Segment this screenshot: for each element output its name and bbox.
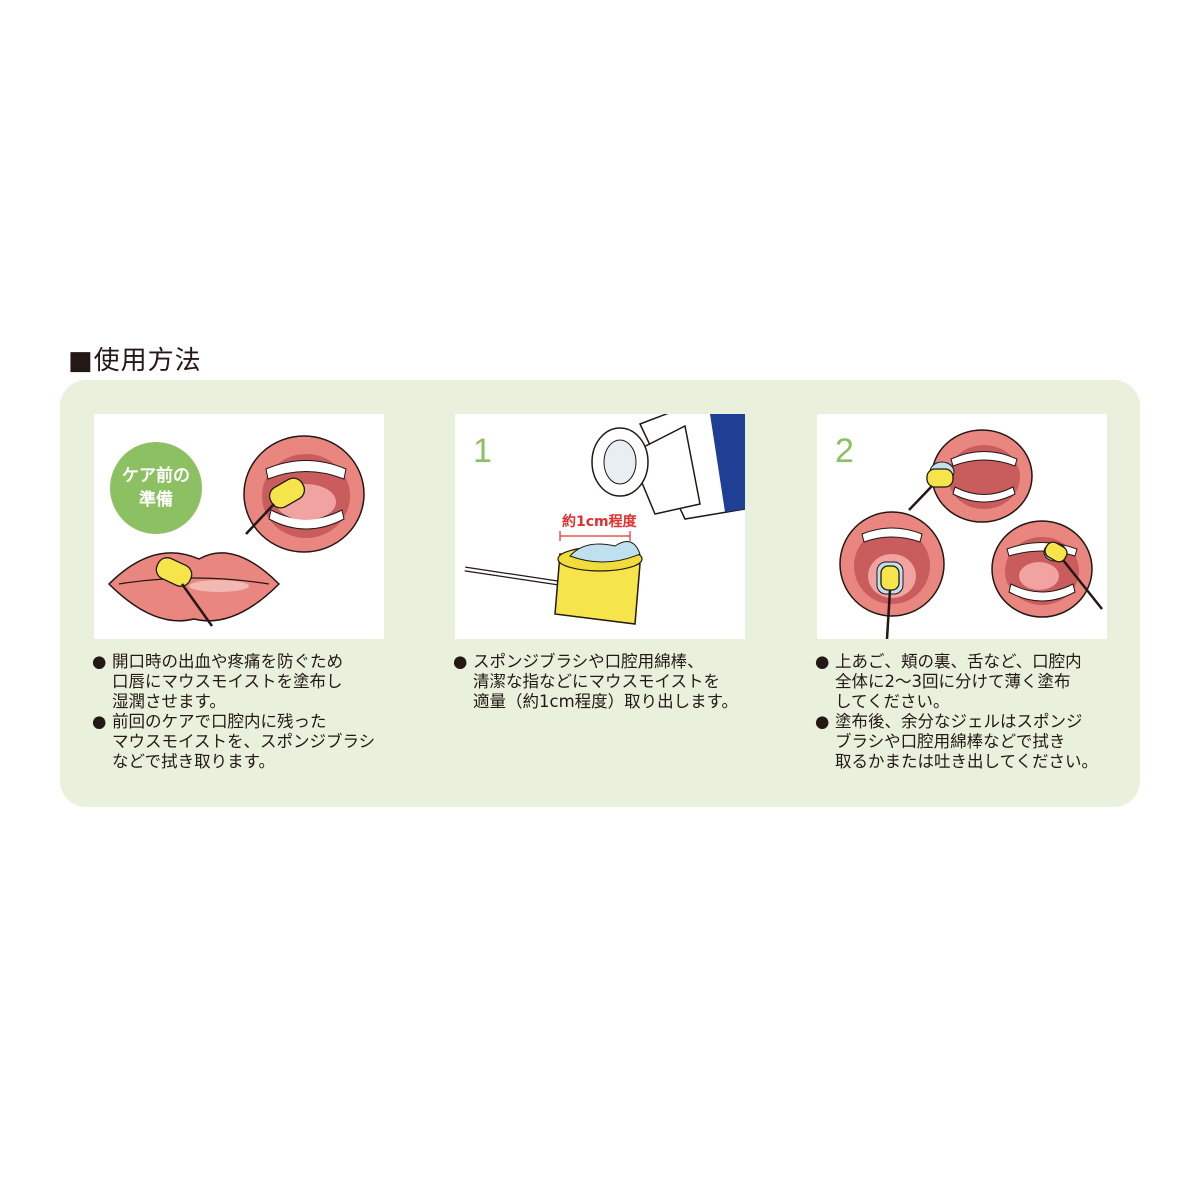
step1-illustration: 1 約1cm程度 [455,414,745,639]
list-item: ● スポンジブラシや口腔用綿棒、 清潔な指などにマウスモイストを 適量（約1cm… [453,652,763,712]
step-number: 2 [835,432,854,470]
step-number: 1 [473,432,492,470]
prep-badge: ケア前の 準備 [110,442,202,534]
bullet-icon: ● [453,652,468,671]
measure-label: 約1cm程度 [562,514,637,530]
bullet-icon: ● [815,712,830,731]
bullet-text: 開口時の出血や疼痛を防ぐため 口唇にマウスモイストを塗布し 湿潤させます。 [112,652,343,711]
bullet-text: 前回のケアで口腔内に残った マウスモイストを、スポンジブラシ などで拭き取ります… [112,712,376,771]
section-title: ■使用方法 [68,346,202,376]
list-item: ● 前回のケアで口腔内に残った マウスモイストを、スポンジブラシ などで拭き取り… [92,712,402,772]
list-item: ● 上あご、頬の裏、舌など、口腔内 全体に2～3回に分けて薄く塗布 してください… [815,652,1125,712]
open-mouth-icon [991,520,1103,618]
open-mouth-icon [839,511,945,639]
bullet-icon: ● [815,652,830,671]
step2-illustration: 2 [817,414,1107,639]
list-item: ● 開口時の出血や疼痛を防ぐため 口唇にマウスモイストを塗布し 湿潤させます。 [92,652,402,712]
step2-caption: ● 上あご、頬の裏、舌など、口腔内 全体に2～3回に分けて薄く塗布 してください… [815,652,1125,772]
mouth-care-illustration [107,435,365,627]
measure-mark-icon [559,531,631,541]
list-item: ● 塗布後、余分なジェルはスポンジ ブラシや口腔用綿棒などで拭き 取るかまたは吐… [815,712,1125,772]
tube-and-sponge-illustration [464,414,745,625]
lips-icon [107,552,281,627]
mouth-application-illustration [839,429,1103,639]
prep-caption: ● 開口時の出血や疼痛を防ぐため 口唇にマウスモイストを塗布し 湿潤させます。 … [92,652,402,772]
usage-panel: ケア前の 準備 ● 開口時の出血や疼痛を防ぐため 口唇にマウスモイストを塗布し … [60,380,1140,807]
bullet-icon: ● [92,712,107,731]
tube-icon [591,414,745,520]
bullet-text: スポンジブラシや口腔用綿棒、 清潔な指などにマウスモイストを 適量（約1cm程度… [473,652,738,711]
open-mouth-icon [908,429,1033,523]
prep-illustration: ケア前の 準備 [94,414,384,639]
open-mouth-icon [243,435,365,553]
bullet-icon: ● [92,652,107,671]
bullet-text: 塗布後、余分なジェルはスポンジ ブラシや口腔用綿棒などで拭き 取るかまたは吐き出… [835,712,1099,771]
bullet-text: 上あご、頬の裏、舌など、口腔内 全体に2～3回に分けて薄く塗布 してください。 [835,652,1082,711]
sponge-brush-icon [464,541,643,625]
step1-caption: ● スポンジブラシや口腔用綿棒、 清潔な指などにマウスモイストを 適量（約1cm… [453,652,763,712]
